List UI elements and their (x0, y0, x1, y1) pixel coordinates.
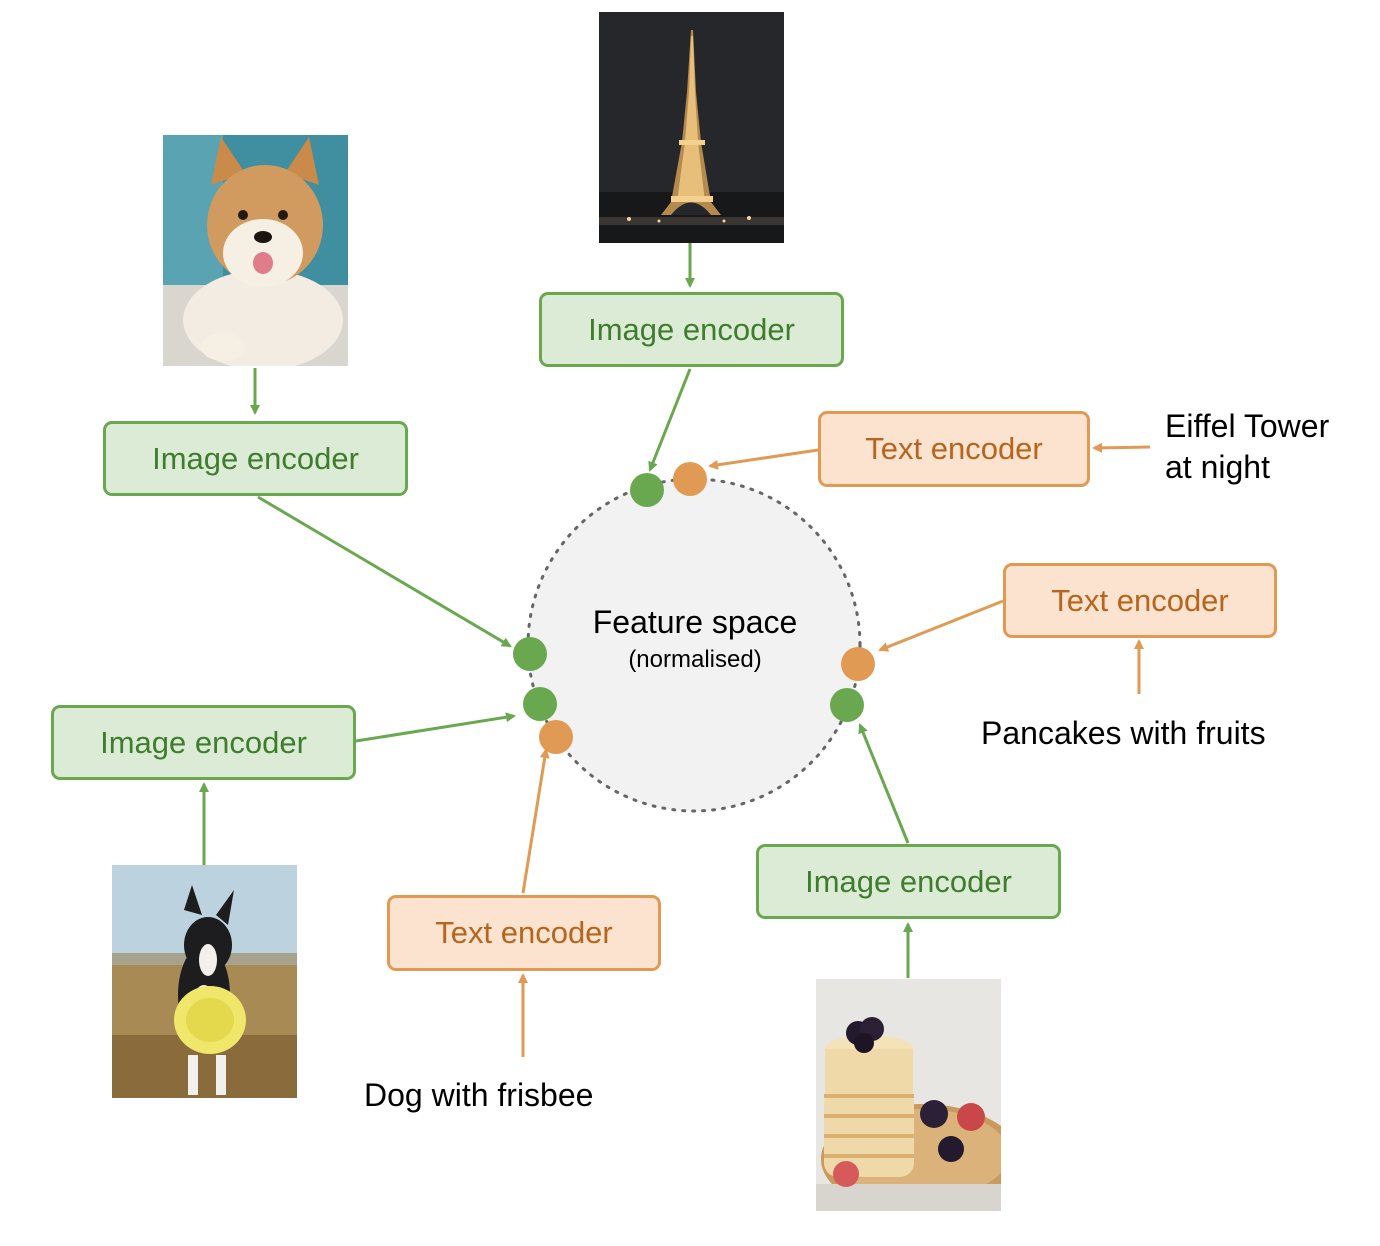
image-embedding-dot-right (830, 688, 864, 722)
arrow-eiffel-caption-to-encoder (1092, 442, 1151, 453)
arrow-encoder-to-top-image-dot (648, 368, 692, 472)
arrow-encoder-to-lower-left-image-dot (355, 712, 516, 743)
arrow-encoder-to-right-text-dot (878, 599, 1004, 652)
text-encoder-bottom: Text encoder (387, 895, 661, 971)
text-encoder-top-right: Text encoder (818, 411, 1090, 487)
eiffel-tower-photo (599, 12, 784, 243)
shiba-inu-photo (163, 135, 348, 366)
feature-space-title: Feature space (592, 604, 798, 640)
text-embedding-dot-right (841, 647, 875, 681)
arrow-encoder-to-top-text-dot (708, 448, 819, 470)
image-encoder-left-lower: Image encoder (51, 705, 356, 780)
image-embedding-dot-top (630, 473, 664, 507)
caption-pancakes: Pancakes with fruits (981, 715, 1266, 751)
caption-eiffel-line2: at night (1165, 449, 1270, 485)
arrow-encoder-to-bottom-text-dot (521, 748, 550, 894)
caption-dog-frisbee: Dog with frisbee (364, 1077, 594, 1113)
text-embedding-dot-lower-left (539, 720, 573, 754)
feature-space-subtitle: (normalised) (628, 646, 762, 673)
arrow-encoder-to-left-image-dot (257, 495, 512, 648)
image-encoder-left-upper: Image encoder (103, 421, 408, 496)
image-encoder-top: Image encoder (539, 292, 844, 367)
arrow-encoder-to-right-image-dot (858, 723, 910, 844)
pancakes-photo (816, 979, 1001, 1211)
image-encoder-bottom-right: Image encoder (756, 844, 1061, 919)
text-encoder-right: Text encoder (1003, 563, 1277, 638)
image-embedding-dot-left (513, 637, 547, 671)
image-embedding-dot-lower-left (523, 687, 557, 721)
caption-eiffel-line1: Eiffel Tower (1165, 408, 1330, 444)
text-embedding-dot-top (673, 462, 707, 496)
feature-space-circle (526, 477, 862, 813)
dog-frisbee-photo (112, 865, 297, 1098)
